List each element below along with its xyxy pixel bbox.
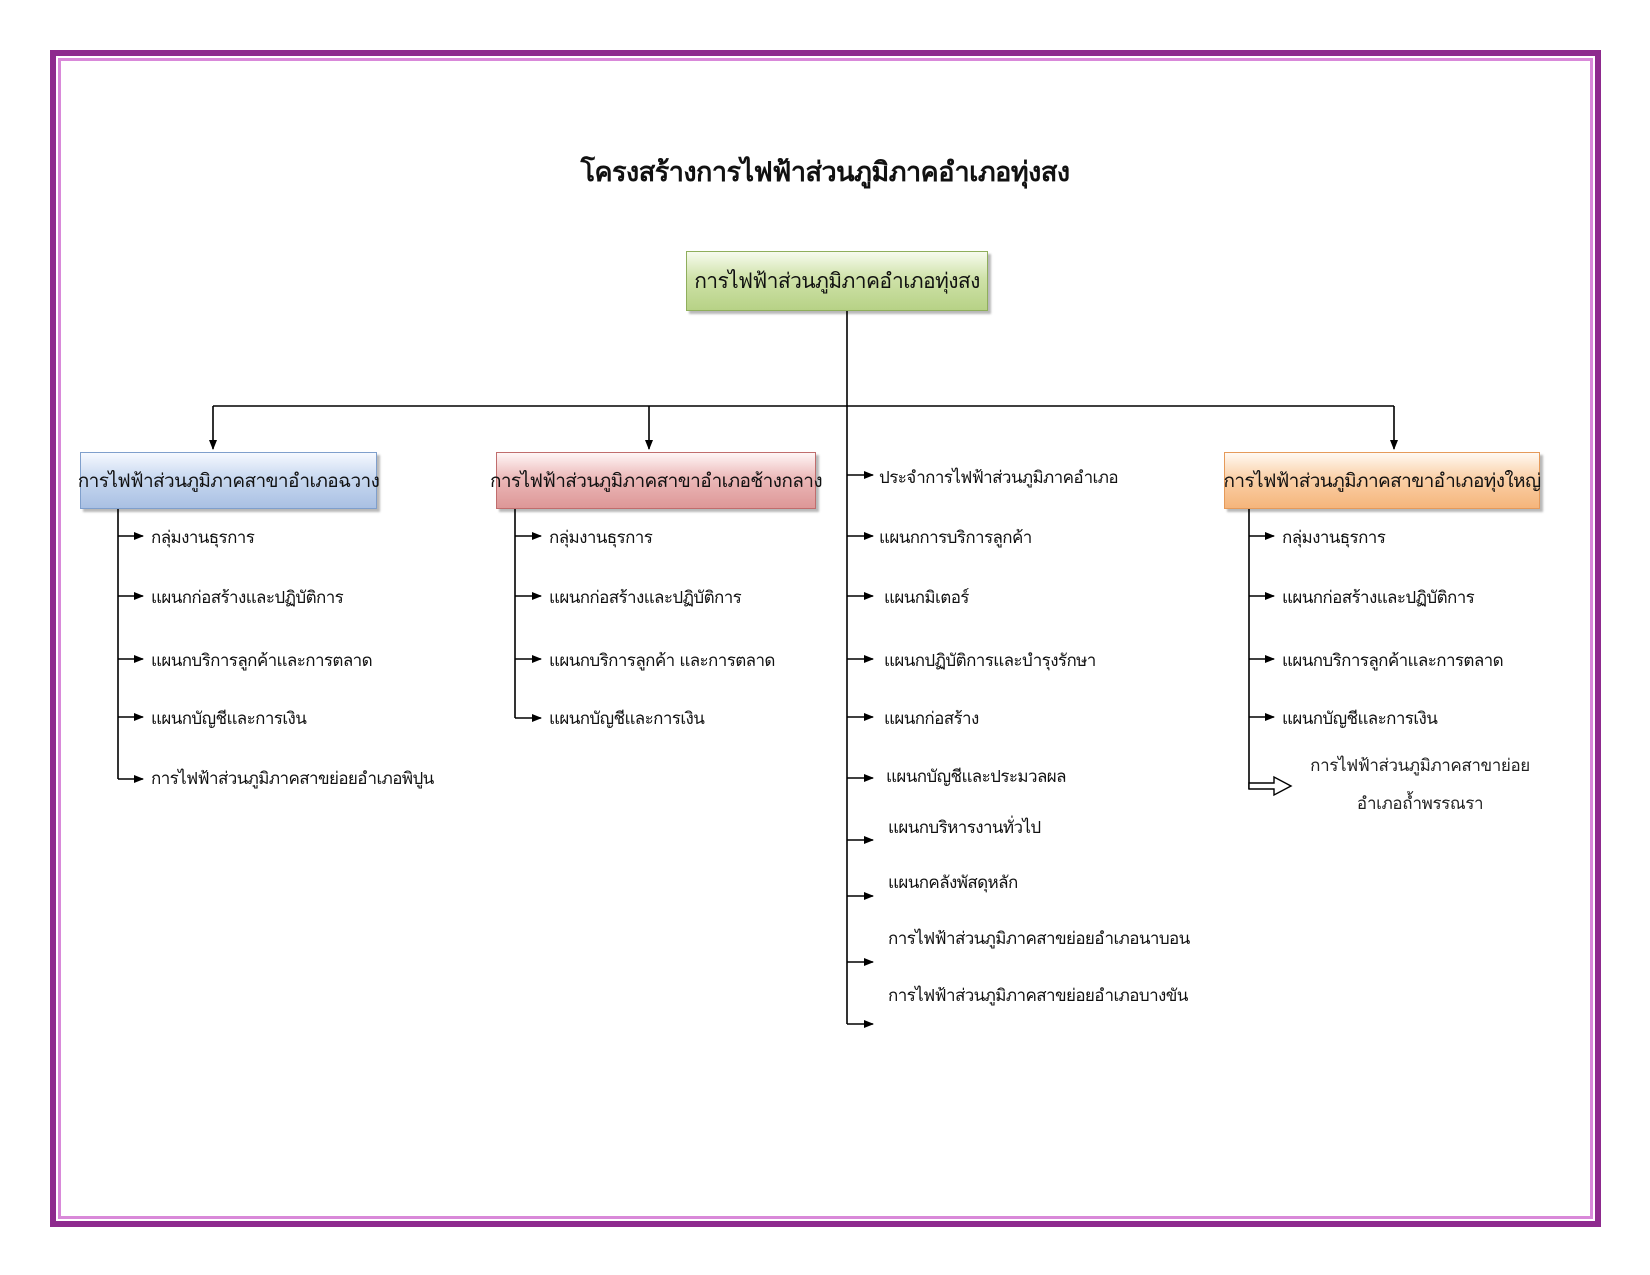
branch2-item: แผนกบัญชีและการเงิน xyxy=(549,709,705,729)
branch4-item: แผนกบัญชีและการเงิน xyxy=(1282,709,1438,729)
sub-unit-hollow-arrow xyxy=(1248,775,1293,797)
branch4-item: แผนกก่อสร้างและปฏิบัติการ xyxy=(1282,588,1475,608)
branch-box-chawang: การไฟฟ้าส่วนภูมิภาคสาขาอำเภอฉวาง xyxy=(78,452,380,509)
branch2-item: แผนกบริการลูกค้า และการตลาด xyxy=(549,651,775,671)
branch1-item: แผนกก่อสร้างและปฏิบัติการ xyxy=(151,588,344,608)
sub-unit-line1: การไฟฟ้าส่วนภูมิภาคสาขาย่อย xyxy=(1310,756,1530,776)
center-item: แผนกบัญชีและประมวลผล xyxy=(886,767,1067,787)
branch-box-thung-yai: การไฟฟ้าส่วนภูมิภาคสาขาอำเภอทุ่งใหญ่ xyxy=(1223,452,1541,509)
root-box: การไฟฟ้าส่วนภูมิภาคอำเภอทุ่งสง xyxy=(686,251,988,311)
page-frame-outer xyxy=(50,50,1601,1227)
center-item: การไฟฟ้าส่วนภูมิภาคสาขย่อยอำเภอบางขัน xyxy=(888,986,1188,1006)
branch1-item: แผนกบริการลูกค้าและการตลาด xyxy=(151,651,373,671)
center-item: การไฟฟ้าส่วนภูมิภาคสาขย่อยอำเภอนาบอน xyxy=(888,929,1190,949)
branch2-item: แผนกก่อสร้างและปฏิบัติการ xyxy=(549,588,742,608)
branch1-item: การไฟฟ้าส่วนภูมิภาคสาขย่อยอำเภอพิปูน xyxy=(151,769,434,789)
center-item: แผนกคลังพัสดุหลัก xyxy=(888,873,1018,893)
center-item: แผนกมิเตอร์ xyxy=(884,588,969,608)
branch1-item: กลุ่มงานธุรการ xyxy=(151,528,255,548)
branch4-item: กลุ่มงานธุรการ xyxy=(1282,528,1386,548)
branch1-item: แผนกบัญชีและการเงิน xyxy=(151,709,307,729)
center-item: แผนกก่อสร้าง xyxy=(884,709,979,729)
sub-unit-label: การไฟฟ้าส่วนภูมิภาคสาขาย่อย อำเภอถ้ำพรรณ… xyxy=(1300,747,1540,823)
center-item: ประจำการไฟฟ้าส่วนภูมิภาคอำเภอ xyxy=(879,468,1119,488)
branch-box-chang-klang: การไฟฟ้าส่วนภูมิภาคสาขาอำเภอช้างกลาง xyxy=(490,452,823,509)
center-item: แผนกปฏิบัติการและบำรุงรักษา xyxy=(884,651,1096,671)
center-item: แผนกการบริการลูกค้า xyxy=(879,528,1032,548)
page-frame-inner xyxy=(58,58,1593,1219)
branch4-item: แผนกบริการลูกค้าและการตลาด xyxy=(1282,651,1504,671)
sub-unit-line2: อำเภอถ้ำพรรณรา xyxy=(1356,794,1484,814)
branch2-item: กลุ่มงานธุรการ xyxy=(549,528,653,548)
center-item: แผนกบริหารงานทั่วไป xyxy=(888,818,1041,838)
chart-title: โครงสร้างการไฟฟ้าส่วนภูมิภาคอำเภอทุ่งสง xyxy=(580,157,1070,188)
